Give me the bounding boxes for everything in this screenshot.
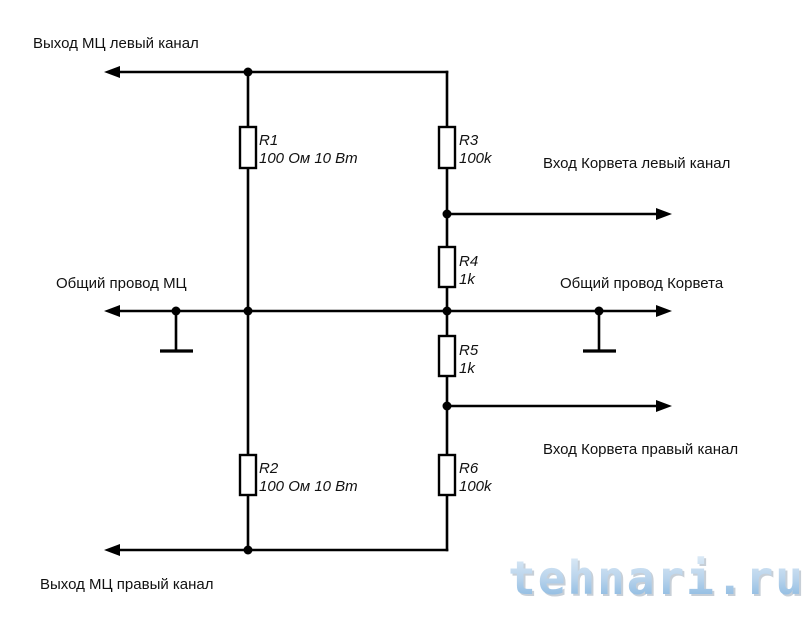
- arrow-left-out-icon: [104, 66, 120, 78]
- mc-left-out-label: Выход МЦ левый канал: [33, 35, 199, 52]
- junction-node: [171, 306, 181, 316]
- r5-value-label: 1k: [459, 360, 476, 377]
- r4-id-label: R4: [459, 253, 478, 270]
- arrow-mc-common-icon: [104, 305, 120, 317]
- r2-id-label: R2: [259, 460, 279, 477]
- r2-value-label: 100 Ом 10 Вт: [259, 478, 358, 495]
- junction-node: [594, 306, 604, 316]
- arrow-korvet-right-in-icon: [656, 400, 672, 412]
- r5-id-label: R5: [459, 342, 479, 359]
- resistor-r2: [238, 453, 258, 497]
- junction-node: [442, 401, 452, 411]
- r1-value-label: 100 Ом 10 Вт: [259, 150, 358, 167]
- r3-id-label: R3: [459, 132, 479, 149]
- wires: [114, 70, 662, 552]
- junction-node: [442, 306, 452, 316]
- junction-node: [243, 67, 253, 77]
- r6-id-label: R6: [459, 460, 479, 477]
- korvet-common-label: Общий провод Корвета: [560, 275, 724, 292]
- junction-node: [243, 545, 253, 555]
- r3-value-label: 100k: [459, 150, 493, 167]
- junction-node: [243, 306, 253, 316]
- junction-node: [442, 209, 452, 219]
- arrow-korvet-left-in-icon: [656, 208, 672, 220]
- watermark-logo: tehnari.ru: [508, 551, 805, 605]
- resistor-r4: [437, 245, 457, 289]
- mc-right-out-label: Выход МЦ правый канал: [40, 576, 214, 593]
- watermark-logo: tehnari.ru: [510, 553, 807, 607]
- korvet-left-in-label: Вход Корвета левый канал: [543, 155, 730, 172]
- r1-id-label: R1: [259, 132, 278, 149]
- resistor-r5: [437, 334, 457, 378]
- r4-value-label: 1k: [459, 271, 476, 288]
- resistor-r1: [238, 125, 258, 170]
- korvet-right-in-label: Вход Корвета правый канал: [543, 441, 738, 458]
- arrow-korvet-common-icon: [656, 305, 672, 317]
- resistor-r3: [437, 125, 457, 170]
- arrow-right-out-icon: [104, 544, 120, 556]
- resistor-r6: [437, 453, 457, 497]
- mc-common-label: Общий провод МЦ: [56, 275, 187, 292]
- r6-value-label: 100k: [459, 478, 493, 495]
